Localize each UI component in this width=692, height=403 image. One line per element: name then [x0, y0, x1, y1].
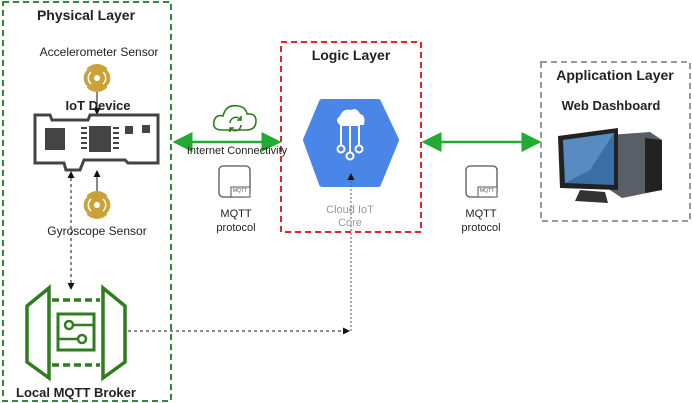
- internet-connectivity-label: Internet Connectivity: [186, 145, 288, 157]
- mqtt-left-label-1: MQTT: [220, 208, 252, 220]
- mqtt-icon-left: [218, 165, 251, 198]
- iot-device-label: IoT Device: [65, 98, 131, 113]
- mqtt-badge-left: MQTT: [232, 188, 248, 194]
- cloud-iot-core-icon: [303, 99, 399, 187]
- gyroscope-sensor-icon: [82, 191, 112, 219]
- iot-device-icon: [33, 113, 160, 172]
- application-layer-box: [540, 61, 691, 222]
- accelerometer-sensor-icon: [82, 64, 112, 92]
- mqtt-right-label-1: MQTT: [465, 208, 497, 220]
- web-dashboard-label: Web Dashboard: [561, 98, 661, 113]
- accelerometer-label: Accelerometer Sensor: [39, 45, 159, 59]
- cloud-iot-core-label-1: Cloud IoT: [326, 204, 374, 216]
- mqtt-left-label-2: protocol: [216, 222, 256, 234]
- logic-layer-title: Logic Layer: [311, 47, 391, 63]
- gyroscope-label: Gyroscope Sensor: [47, 224, 147, 238]
- mqtt-icon-right: [465, 165, 498, 198]
- mqtt-right-label-2: protocol: [461, 222, 501, 234]
- physical-layer-box: [2, 1, 172, 402]
- cloud-iot-core-label-2: Core: [338, 217, 362, 229]
- mqtt-badge-right: MQTT: [479, 188, 495, 194]
- local-mqtt-broker-icon: [25, 284, 127, 382]
- physical-layer-title: Physical Layer: [36, 7, 136, 23]
- web-dashboard-computer-icon: [558, 128, 662, 203]
- broker-label: Local MQTT Broker: [16, 385, 136, 400]
- application-layer-title: Application Layer: [556, 67, 674, 83]
- cloud-sync-icon: [212, 104, 257, 132]
